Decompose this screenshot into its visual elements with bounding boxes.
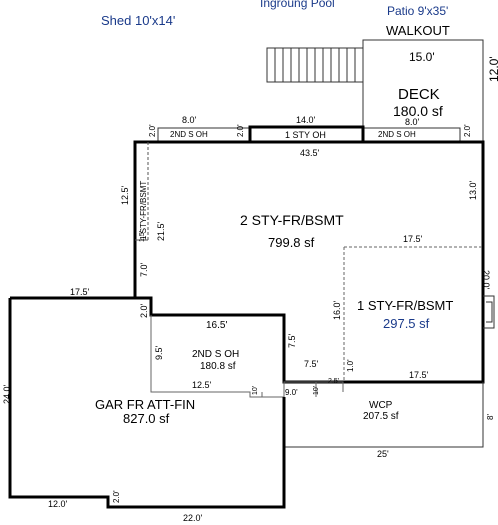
main-house-outline	[133, 140, 485, 384]
bump-width-dim: 1.5'	[139, 230, 146, 242]
main-left-upper-dim: 12.5'	[120, 185, 130, 205]
porch-mid-dim: 7.5'	[304, 359, 319, 369]
garage-left-dim: 24.0'	[2, 384, 12, 404]
overhang-left-dim: 8.0'	[182, 115, 197, 125]
garage-bottom-step-dim: 2.0'	[112, 490, 121, 503]
porch-name: WCP	[369, 400, 393, 411]
garage-oh-top-dim: 16.5'	[206, 320, 228, 331]
porch-right-dim: 8'	[486, 414, 495, 420]
garage-outline	[8, 296, 286, 509]
main-step-left-dim: 2.0'	[139, 303, 149, 318]
overhang-right-label: 2ND S OH	[378, 130, 416, 139]
garage-oh-step-b: 9.0'	[285, 388, 298, 397]
main-name: 2 STY-FR/BSMT	[240, 212, 344, 228]
overhang-right-dim: 8.0'	[405, 117, 420, 127]
garage-area: 827.0 sf	[123, 411, 170, 426]
overhang-side-left: 2.0'	[148, 124, 157, 137]
main-area: 799.8 sf	[268, 235, 315, 250]
deck-width: 15.0'	[409, 50, 435, 64]
bump-depth-dim: 21.5'	[156, 221, 166, 241]
sunroom-area: 297.5 sf	[383, 316, 430, 331]
deck-area: 180.0 sf	[393, 103, 443, 119]
patio-note: Patio 9'x35'	[387, 4, 449, 18]
overhang-side-mid: 2.0'	[236, 124, 245, 137]
porch-bottom-dim: 25'	[377, 449, 389, 459]
garage-oh-bottom-dim: 12.5'	[192, 380, 212, 390]
sunroom-top-dim: 17.5'	[403, 234, 423, 244]
walkout-stairs	[266, 47, 364, 83]
sunroom-bottom-dim: 17.5'	[409, 370, 429, 380]
bump-out	[135, 142, 149, 241]
garage-overhang-outline	[150, 315, 344, 398]
garage-oh-step-c: 10'	[313, 385, 320, 395]
sunroom-left-dim: 16.0'	[332, 300, 342, 320]
garage-oh-left-dim: 9.5'	[154, 345, 164, 360]
garage-oh-step-a: 10'	[252, 385, 259, 395]
sunroom-name: 1 STY-FR/BSMT	[357, 298, 454, 313]
deck-name: DECK	[398, 86, 440, 103]
porch-area: 207.5 sf	[363, 411, 399, 422]
garage-oh-area: 180.8 sf	[200, 361, 236, 372]
fireplace-bump	[483, 295, 495, 329]
overhang-mid-label: 1 STY OH	[285, 130, 326, 140]
main-top-dim: 43.5'	[300, 148, 320, 158]
garage-oh-name: 2ND S OH	[192, 349, 240, 360]
main-left-lower-dim: 7.0'	[139, 262, 149, 277]
overhang-left-label: 2ND S OH	[170, 130, 208, 139]
garage-bottom-left-dim: 12.0'	[48, 499, 68, 509]
garage-oh-step-d: 2.5'	[328, 378, 340, 385]
garage-top-dim: 17.5'	[70, 287, 90, 297]
overhang-mid-dim: 14.0'	[296, 115, 316, 125]
pool-note: Ingroung Pool	[260, 0, 335, 10]
garage-bottom-right-dim: 22.0'	[183, 513, 203, 523]
deck-depth: 12.0'	[487, 56, 498, 82]
walkout-note: WALKOUT	[386, 23, 450, 38]
main-right-dim: 13.0'	[468, 180, 478, 200]
main-notch-dim: 1.0'	[346, 359, 355, 372]
overhang-side-right: 2.0'	[463, 124, 472, 137]
shed-note: Shed 10'x14'	[101, 13, 176, 28]
sunroom-right-dim: 20.0'	[481, 270, 491, 290]
garage-name: GAR FR ATT-FIN	[95, 397, 196, 412]
main-step-right-dim: 7.5'	[287, 333, 297, 348]
sunroom-outline	[343, 246, 483, 382]
